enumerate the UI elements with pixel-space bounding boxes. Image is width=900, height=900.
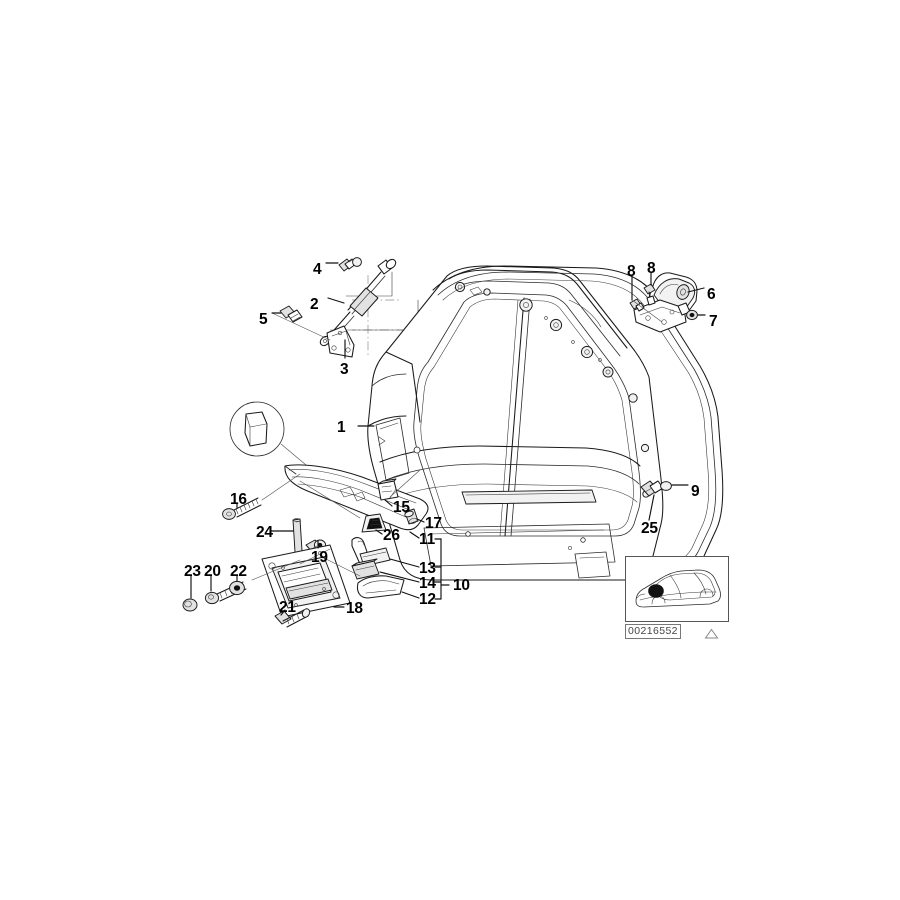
- emblem-part: [361, 513, 387, 533]
- hinge-nut-part: [686, 309, 698, 321]
- vehicle-inset-artwork: [635, 569, 721, 608]
- callout-4: 4: [313, 261, 322, 278]
- callout-3: 3: [340, 361, 349, 378]
- warning-triangle-icon: [704, 628, 719, 639]
- callout-5: 5: [259, 311, 268, 328]
- callout-22: 22: [230, 563, 247, 580]
- callout-15: 15: [393, 499, 410, 516]
- vehicle-location-inset: [625, 556, 729, 622]
- retainer-clip-part: [377, 478, 399, 501]
- callout-25: 25: [641, 520, 658, 537]
- screw-trim-strip-part: [222, 497, 262, 520]
- callout-14: 14: [419, 575, 436, 592]
- callout-10: 10: [453, 577, 470, 594]
- ball-stud-bracket-part: [326, 325, 355, 358]
- buffer-stop-part: [640, 480, 672, 497]
- callout-24: 24: [256, 524, 273, 541]
- hinge-bolt-right-part: [643, 283, 656, 306]
- callout-9: 9: [691, 483, 700, 500]
- ball-pin-part: [338, 257, 362, 272]
- callout-11: 11: [419, 531, 435, 548]
- callout-21: 21: [279, 599, 296, 616]
- callout-23: 23: [184, 563, 201, 580]
- callout-1: 1: [337, 419, 346, 436]
- callout-8-left: 8: [627, 263, 636, 280]
- gas-strut-assembly: [279, 257, 397, 358]
- callout-20: 20: [204, 563, 221, 580]
- callout-13: 13: [419, 560, 436, 577]
- mounting-bosses: [454, 281, 650, 498]
- hex-bolt-part: [279, 305, 303, 323]
- callout-26: 26: [383, 527, 400, 544]
- callout-18: 18: [346, 600, 363, 617]
- trim-strip: [284, 464, 429, 531]
- callout-17: 17: [425, 515, 442, 532]
- callout-2: 2: [310, 296, 319, 313]
- callout-19: 19: [311, 549, 328, 566]
- leader-lines: [190, 262, 706, 616]
- detail-magnifier: [229, 401, 313, 471]
- callout-6: 6: [707, 286, 716, 303]
- repair-kit-parts: [351, 537, 405, 599]
- plate-holder-fasteners: [182, 580, 311, 628]
- callout-12: 12: [419, 591, 436, 608]
- callout-7: 7: [709, 313, 718, 330]
- hinge-bolt-left-part: [629, 298, 645, 312]
- callout-8-right: 8: [647, 260, 656, 277]
- licence-plate-holder-part: [261, 544, 351, 618]
- callout-16: 16: [230, 491, 247, 508]
- tailgate-body: [367, 265, 664, 581]
- tailgate-hinge-assembly: [629, 272, 698, 333]
- grommet-part: [404, 508, 419, 525]
- diagram-id-label: 00216552: [625, 624, 681, 639]
